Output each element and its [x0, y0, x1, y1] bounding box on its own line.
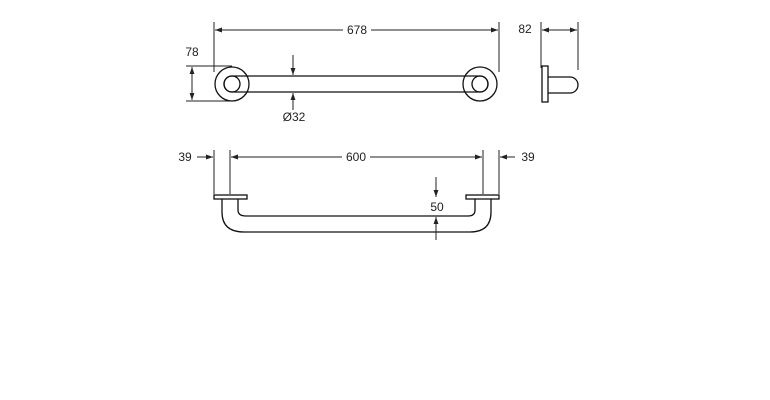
dim-label-projection: 82 — [518, 22, 532, 36]
dim-label-tube-diameter: Ø32 — [283, 110, 306, 124]
side-flange — [541, 65, 549, 103]
rail-inner-contour — [237, 199, 476, 217]
top-view: 678 78 Ø32 — [185, 22, 500, 124]
dim-label-overall-length: 678 — [347, 23, 367, 37]
side-rail-profile — [548, 76, 579, 94]
left-flange-outer — [214, 66, 250, 102]
dim-label-right-offset: 39 — [521, 150, 535, 164]
dim-label-center-distance: 600 — [346, 150, 366, 164]
front-left-flange — [213, 194, 248, 200]
dim-label-left-offset: 39 — [178, 150, 192, 164]
dim-label-flange-diameter: 78 — [185, 45, 199, 59]
dim-label-wall-gap: 50 — [430, 200, 444, 214]
right-flange-outer — [462, 66, 498, 102]
front-right-flange — [465, 194, 500, 200]
side-view: 82 — [518, 22, 579, 103]
rail-top-view — [223, 75, 489, 93]
front-view: 39 600 39 50 — [178, 150, 535, 240]
rail-outer-contour — [221, 199, 492, 233]
